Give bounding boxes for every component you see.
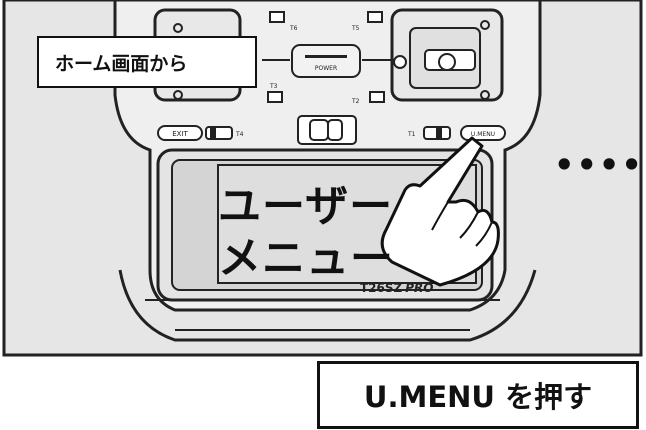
trim-t2 xyxy=(369,91,385,103)
power-switch-slot xyxy=(305,55,347,58)
left-gimbal-screw-bl xyxy=(173,90,183,100)
screen-text-menu: メニュー xyxy=(218,234,394,284)
trim-t6 xyxy=(269,11,285,23)
continuation-dots: ••••• xyxy=(554,146,646,184)
trim-t4-label: T4 xyxy=(235,131,244,138)
center-toggle-lever xyxy=(309,119,329,141)
trim-t3 xyxy=(267,91,283,103)
right-gimbal-screw-tr xyxy=(480,20,490,30)
trim-t5 xyxy=(367,11,383,23)
trim-t5-label: T5 xyxy=(351,25,360,32)
right-gimbal-screw-br xyxy=(480,90,490,100)
trim-t2-label: T2 xyxy=(351,98,360,105)
trim-t1-label: T1 xyxy=(407,131,416,138)
exit-button[interactable] xyxy=(157,125,203,141)
start-from-home-label: ホーム画面から xyxy=(37,36,257,88)
trim-t6-label: T6 xyxy=(289,25,298,32)
switch-t4-knob xyxy=(210,128,216,138)
center-toggle-lever2 xyxy=(327,119,343,141)
bottom-bezel xyxy=(118,269,537,342)
exit-button-label: EXIT xyxy=(172,130,188,138)
power-switch xyxy=(291,44,361,78)
screen-text-user: ユーザー xyxy=(218,182,394,232)
left-gimbal-screw-tl xyxy=(173,23,183,33)
pointing-hand-icon xyxy=(380,136,500,287)
press-umenu-label: U.MENU を押す xyxy=(317,361,639,429)
umenu-button[interactable] xyxy=(460,125,506,141)
trim-t3-label: T3 xyxy=(269,83,278,90)
right-stick xyxy=(438,53,456,71)
switch-t4 xyxy=(205,126,233,140)
power-label: POWER xyxy=(315,65,337,72)
right-side-knob xyxy=(393,55,407,69)
umenu-button-label: U.MENU xyxy=(471,131,495,138)
switch-t1-knob xyxy=(436,128,442,138)
